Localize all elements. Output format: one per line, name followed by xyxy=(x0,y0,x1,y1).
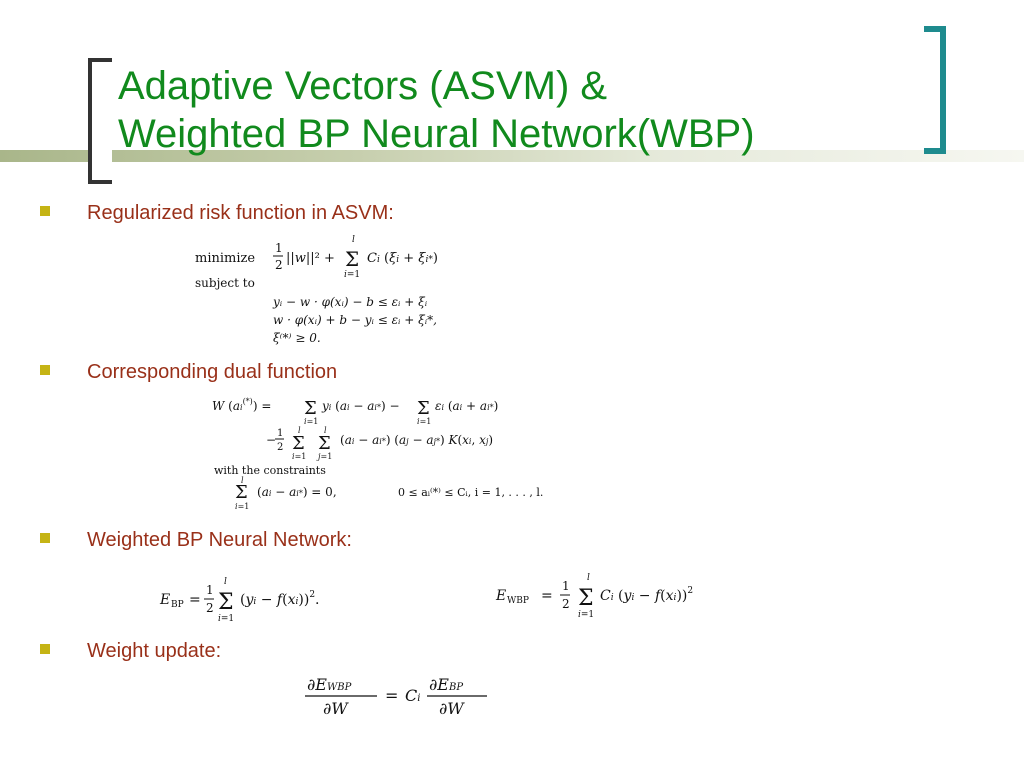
svg-text:i=1: i=1 xyxy=(218,614,234,624)
svg-text:l: l xyxy=(324,426,327,435)
svg-text:i=1: i=1 xyxy=(235,502,249,511)
ewbp-equation: E WBP = 1 2 l Σ i=1 Ci (yi − f(xi))2 xyxy=(495,568,726,628)
svg-text:Ci: Ci xyxy=(405,686,420,705)
bullet-dual-function: Corresponding dual function xyxy=(87,361,338,383)
bullet-marker xyxy=(40,206,50,216)
constraint-3: ξ⁽*⁾ ≥ 0. xyxy=(273,331,321,345)
with-constraints-label: with the constraints xyxy=(214,464,326,477)
bullet-marker xyxy=(40,533,50,543)
svg-text:∂EBP: ∂EBP xyxy=(429,675,463,694)
svg-text:||w||² +: ||w||² + xyxy=(286,251,335,266)
bullet-weight-update: Weight update: xyxy=(87,640,222,662)
svg-text:1: 1 xyxy=(562,579,570,593)
title-line-1: Adaptive Vectors (ASVM) & xyxy=(118,64,608,108)
left-bracket-decoration xyxy=(88,58,112,184)
dual-constraint-rhs: 0 ≤ aᵢ⁽*⁾ ≤ Cᵢ, i = 1, . . . , l. xyxy=(398,486,543,499)
svg-text:1: 1 xyxy=(206,583,214,597)
svg-text:2: 2 xyxy=(206,601,214,615)
bullet-risk-function: Regularized risk function in ASVM: xyxy=(87,202,394,224)
svg-text:Σ: Σ xyxy=(318,433,331,454)
svg-text:Σ: Σ xyxy=(304,398,317,419)
svg-text:l: l xyxy=(224,577,227,587)
svg-text:i=1: i=1 xyxy=(344,270,360,280)
svg-text:1: 1 xyxy=(275,241,283,255)
svg-text:Ci (ξi + ξi*): Ci (ξi + ξi*) xyxy=(367,251,438,266)
svg-text:BP: BP xyxy=(171,600,184,610)
svg-text:Σ: Σ xyxy=(218,590,234,615)
svg-text:yi (ai − ai*) −: yi (ai − ai*) − xyxy=(321,399,400,413)
bullet-marker xyxy=(40,365,50,375)
svg-text:i=1: i=1 xyxy=(578,610,594,620)
constraint-2: w · φ(xᵢ) + b − yᵢ ≤ εᵢ + ξᵢ*, xyxy=(273,313,437,327)
ebp-equation: E BP = 1 2 l Σ i=1 (yi − f(xi))2. xyxy=(159,570,370,630)
constraint-1: yᵢ − w · φ(xᵢ) − b ≤ εᵢ + ξᵢ xyxy=(272,295,428,309)
title-line-2: Weighted BP Neural Network(WBP) xyxy=(118,112,755,156)
decorative-top-bar xyxy=(0,150,1024,162)
svg-text:l: l xyxy=(587,573,590,583)
svg-text:j=1: j=1 xyxy=(316,452,332,461)
weight-update-equation: ∂EWBP ∂W = Ci ∂EBP ∂W xyxy=(305,670,495,720)
svg-text:(ai − ai*) (aj − aj*) K(xi, xj: (ai − ai*) (aj − aj*) K(xi, xj) xyxy=(340,433,493,447)
svg-text:i=1: i=1 xyxy=(417,417,431,426)
svg-text:−: − xyxy=(266,433,276,447)
bullet-weighted-bp: Weighted BP Neural Network: xyxy=(87,529,352,551)
svg-text:Ci (yi − f(xi))2: Ci (yi − f(xi))2 xyxy=(600,586,693,604)
svg-text:∂W: ∂W xyxy=(323,699,349,718)
right-bracket-decoration xyxy=(924,26,946,154)
svg-text:=: = xyxy=(385,686,398,705)
svg-text:WBP: WBP xyxy=(507,596,529,606)
risk-function-equation: minimize 1 2 ||w||² + l Σ i=1 Ci (ξi + ξ… xyxy=(195,232,515,347)
svg-text:E: E xyxy=(159,592,170,608)
svg-text:εi (ai + ai*): εi (ai + ai*) xyxy=(435,399,498,413)
svg-text:∂EWBP: ∂EWBP xyxy=(307,675,352,694)
minimize-label: minimize xyxy=(195,251,255,266)
svg-text:Σ: Σ xyxy=(578,586,594,611)
svg-text:1: 1 xyxy=(277,428,283,439)
svg-text:2: 2 xyxy=(562,597,570,611)
svg-text:E: E xyxy=(495,588,506,604)
svg-text:l: l xyxy=(241,476,244,485)
svg-text:W (ai(*)) =: W (ai(*)) = xyxy=(212,397,271,413)
svg-text:l: l xyxy=(352,235,355,245)
svg-text:Σ: Σ xyxy=(292,433,305,454)
svg-text:∂W: ∂W xyxy=(439,699,465,718)
svg-text:=: = xyxy=(189,592,201,608)
slide-title: Adaptive Vectors (ASVM) & Weighted BP Ne… xyxy=(118,62,908,158)
svg-text:l: l xyxy=(298,426,301,435)
svg-text:i=1: i=1 xyxy=(304,417,318,426)
svg-text:Σ: Σ xyxy=(417,398,430,419)
svg-text:2: 2 xyxy=(277,442,283,453)
subject-to-label: subject to xyxy=(195,276,255,290)
svg-text:(yi − f(xi))2.: (yi − f(xi))2. xyxy=(240,590,320,608)
svg-text:2: 2 xyxy=(275,258,283,272)
bullet-marker xyxy=(40,644,50,654)
svg-text:(ai − ai*) = 0,: (ai − ai*) = 0, xyxy=(257,485,337,499)
svg-text:Σ: Σ xyxy=(345,247,359,271)
dual-function-equation: W (ai(*)) = Σ i=1 yi (ai − ai*) − Σ i=1 … xyxy=(212,392,612,517)
svg-text:i=1: i=1 xyxy=(292,452,306,461)
svg-text:Σ: Σ xyxy=(235,482,248,503)
svg-text:=: = xyxy=(541,588,553,604)
